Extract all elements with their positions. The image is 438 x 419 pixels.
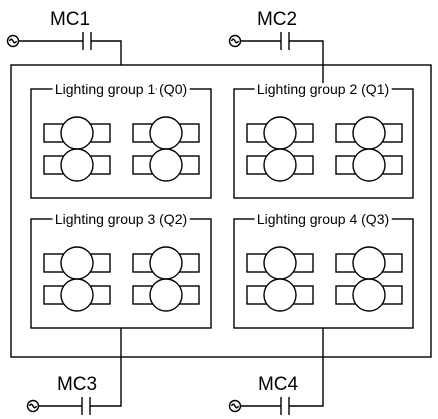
contactor-contact-icon [81, 397, 91, 415]
wire [289, 328, 324, 407]
ac-source-icon [26, 399, 40, 413]
lamps-layer [43, 116, 403, 312]
lighting-group-3-frame [30, 218, 212, 329]
lamp-icon [246, 246, 314, 280]
ac-source-icon [228, 399, 242, 413]
lamp-icon [132, 278, 200, 312]
lamp-icon [43, 116, 111, 150]
lamp-icon [132, 116, 200, 150]
lighting-group-4: Lighting group 4 (Q3) [233, 208, 414, 329]
lamp-icon [335, 116, 403, 150]
contactor-mc2-label: MC2 [257, 9, 297, 30]
ac-source-icon [228, 34, 242, 48]
contactor-contact-icon [82, 32, 92, 50]
lamp-icon [132, 148, 200, 182]
lighting-group-1-label: Lighting group 1 (Q0) [55, 81, 187, 97]
lighting-group-4-frame [233, 218, 414, 329]
contactor-mc1: MC1 [6, 9, 122, 65]
lamp-icon [335, 246, 403, 280]
lighting-group-4-label: Lighting group 4 (Q3) [257, 211, 389, 227]
lamp-icon [43, 278, 111, 312]
lighting-group-1: Lighting group 1 (Q0) [30, 78, 212, 199]
contactor-mc1-label: MC1 [50, 9, 90, 30]
wire [90, 328, 122, 407]
lamp-icon [246, 116, 314, 150]
lighting-group-3: Lighting group 3 (Q2) [30, 208, 212, 329]
contactor-mc4-label: MC4 [258, 374, 299, 395]
contactor-mc3: MC3 [26, 328, 122, 415]
wire [91, 40, 122, 65]
lamp-icon [43, 246, 111, 280]
lighting-group-2-frame [233, 88, 414, 199]
contactor-mc4: MC4 [228, 328, 324, 415]
lighting-group-2-label: Lighting group 2 (Q1) [257, 81, 389, 97]
lamp-icon [43, 148, 111, 182]
lamp-icon [335, 148, 403, 182]
ac-source-icon [6, 34, 20, 48]
lighting-group-3-label: Lighting group 3 (Q2) [55, 211, 187, 227]
wire [289, 40, 324, 89]
lighting-group-2: Lighting group 2 (Q1) [233, 78, 414, 199]
lamp-icon [335, 278, 403, 312]
contactor-contact-icon [280, 397, 290, 415]
lamp-icon [246, 148, 314, 182]
contactor-mc2: MC2 [228, 9, 324, 89]
lamp-icon [246, 278, 314, 312]
contactor-contact-icon [280, 32, 290, 50]
lighting-group-1-frame [30, 88, 212, 199]
contactor-mc3-label: MC3 [57, 374, 97, 395]
